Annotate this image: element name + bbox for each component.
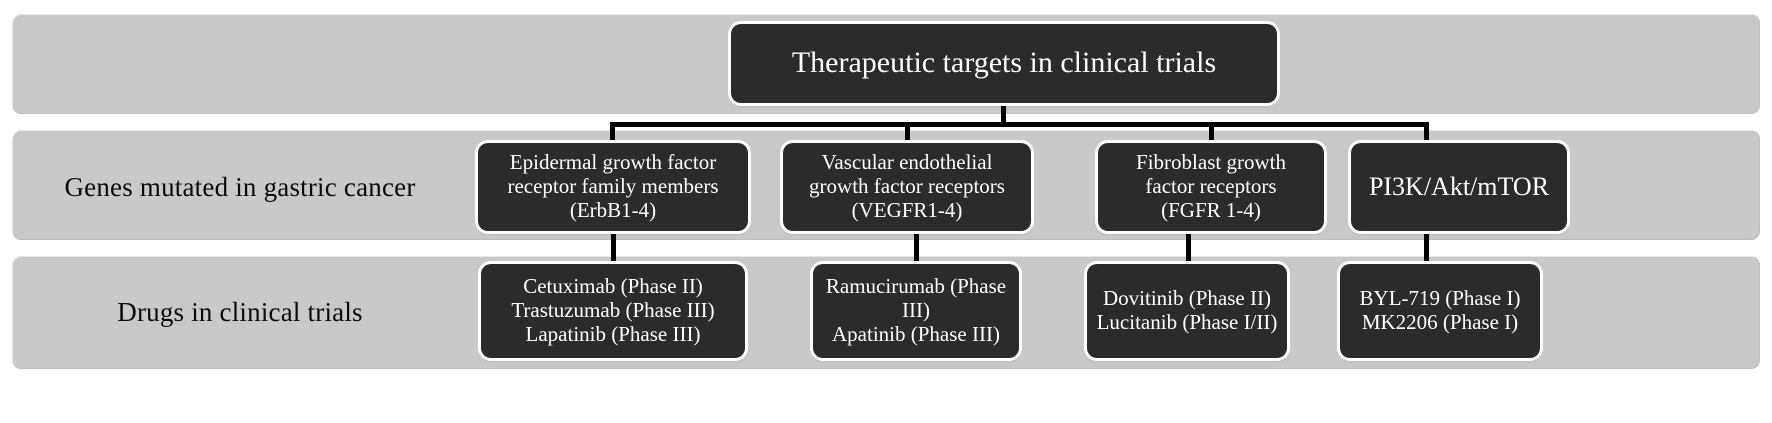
connector-drug-3-link [1424,231,1429,267]
node-drugs-egfr[interactable]: Cetuximab (Phase II) Trastuzumab (Phase … [481,264,745,358]
drug-line: MK2206 (Phase I) [1361,310,1519,334]
node-drugs-vegfr[interactable]: Ramucirumab (Phase III) Apatinib (Phase … [813,264,1019,358]
gene-line: growth factor receptors [809,174,1005,199]
connector-title-stem [1001,103,1006,125]
connector-gene-1-drop [905,122,910,146]
gene-line: Vascular endothelial [821,150,993,175]
gene-line: Epidermal growth factor [509,150,717,175]
gene-line: (FGFR 1-4) [1161,197,1261,222]
node-gene-fgfr-family[interactable]: Fibroblast growth factor receptors (FGFR… [1098,143,1324,231]
drug-line: Trastuzumab (Phase III) [511,298,715,323]
connector-gene-0-drop [610,122,615,146]
connector-genes-bus [610,122,1428,127]
drug-line: Lucitanib (Phase I/II) [1096,310,1278,334]
node-gene-vegfr-family[interactable]: Vascular endothelial growth factor recep… [783,143,1031,231]
node-drugs-pi3k[interactable]: BYL-719 (Phase I) MK2206 (Phase I) [1340,264,1540,358]
connector-gene-3-drop [1424,122,1429,146]
drug-line: III) [902,298,930,323]
row-label-genes: Genes mutated in gastric cancer [64,172,416,202]
drug-line: BYL-719 (Phase I) [1359,286,1521,311]
row-label-drugs: Drugs in clinical trials [117,297,363,327]
gene-line: PI3K/Akt/mTOR [1368,172,1550,202]
gene-line: (ErbB1-4) [569,197,657,222]
node-title-label: Therapeutic targets in clinical trials [791,46,1217,80]
connector-drug-1-link [914,231,919,267]
connector-drug-0-link [611,231,616,267]
node-therapeutic-targets[interactable]: Therapeutic targets in clinical trials [731,24,1277,103]
gene-line: receptor family members [507,174,719,199]
drug-line: Lapatinib (Phase III) [525,321,701,346]
gene-line: factor receptors [1145,174,1277,199]
gene-line: (VEGFR1-4) [851,197,963,222]
gene-line: Fibroblast growth [1136,150,1286,175]
node-gene-egfr-family[interactable]: Epidermal growth factor receptor family … [478,143,748,231]
drug-line: Ramucirumab (Phase [825,274,1007,299]
node-gene-pi3k-akt-mtor[interactable]: PI3K/Akt/mTOR [1351,143,1567,231]
drug-line: Dovitinib (Phase II) [1103,286,1271,311]
drug-line: Cetuximab (Phase II) [523,274,703,299]
connector-gene-2-drop [1209,122,1214,146]
drug-line: Apatinib (Phase III) [832,321,1000,346]
connector-drug-2-link [1186,231,1191,267]
node-drugs-fgfr[interactable]: Dovitinib (Phase II) Lucitanib (Phase I/… [1087,264,1287,358]
